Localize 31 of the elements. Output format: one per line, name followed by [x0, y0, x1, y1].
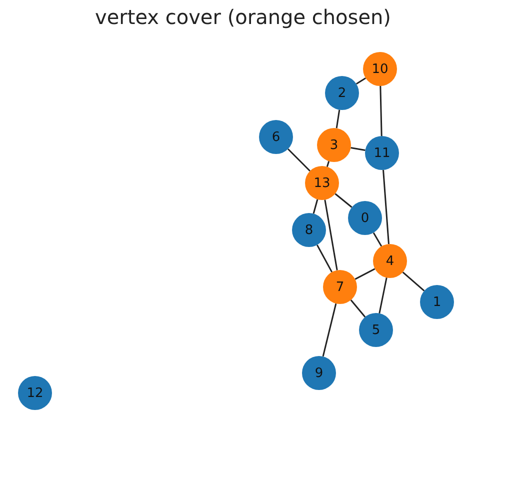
graph-edge	[356, 77, 366, 85]
graph-vertex: 5	[359, 313, 393, 347]
graph-edge	[380, 86, 382, 136]
graph-vertex: 11	[365, 136, 399, 170]
graph-edge	[287, 148, 311, 172]
graph-vertex: 8	[292, 213, 326, 247]
graph-edge	[372, 232, 382, 247]
graph-edge	[402, 272, 425, 292]
graph-vertex: 7	[323, 270, 357, 304]
graph-edge	[350, 147, 366, 151]
graph-vertex: 0	[348, 201, 382, 235]
graph-vertex: 4	[373, 244, 407, 278]
graph-edge	[336, 110, 340, 128]
graph-vertex: 9	[302, 356, 336, 390]
graph-vertex: 3	[317, 128, 351, 162]
graph-edge	[334, 193, 352, 208]
graph-vertex: 12	[18, 376, 52, 410]
graph-vertex: 10	[363, 52, 397, 86]
graph-edge	[382, 170, 390, 244]
graph-edge	[316, 244, 333, 272]
chart-title: vertex cover (orange chosen)	[94, 5, 392, 29]
graph-edge	[350, 300, 366, 318]
graph-edge	[322, 303, 337, 357]
graph-edge	[312, 199, 318, 214]
graph-vertex: 13	[305, 166, 339, 200]
graph-vertex: 1	[420, 285, 454, 319]
graph-vertex: 2	[325, 76, 359, 110]
graph-edge	[324, 200, 338, 270]
graph-edge	[378, 278, 388, 314]
graph-vertex: 6	[259, 120, 293, 154]
graph-edge	[354, 268, 376, 280]
